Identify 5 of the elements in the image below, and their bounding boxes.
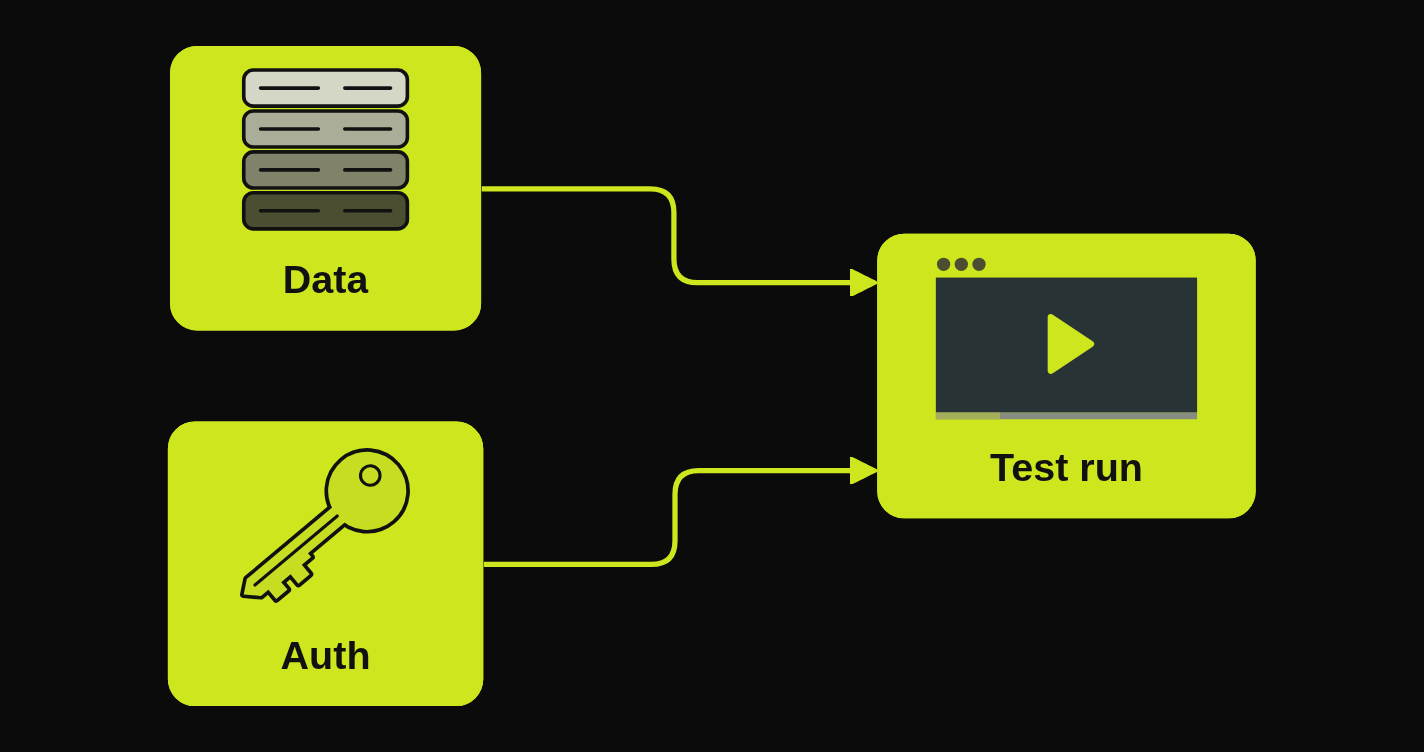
node-label: Test run: [990, 444, 1144, 491]
arrow: [484, 456, 879, 568]
node-label: Data: [282, 256, 369, 303]
node-label: Auth: [280, 632, 371, 679]
arrow: [481, 186, 879, 298]
